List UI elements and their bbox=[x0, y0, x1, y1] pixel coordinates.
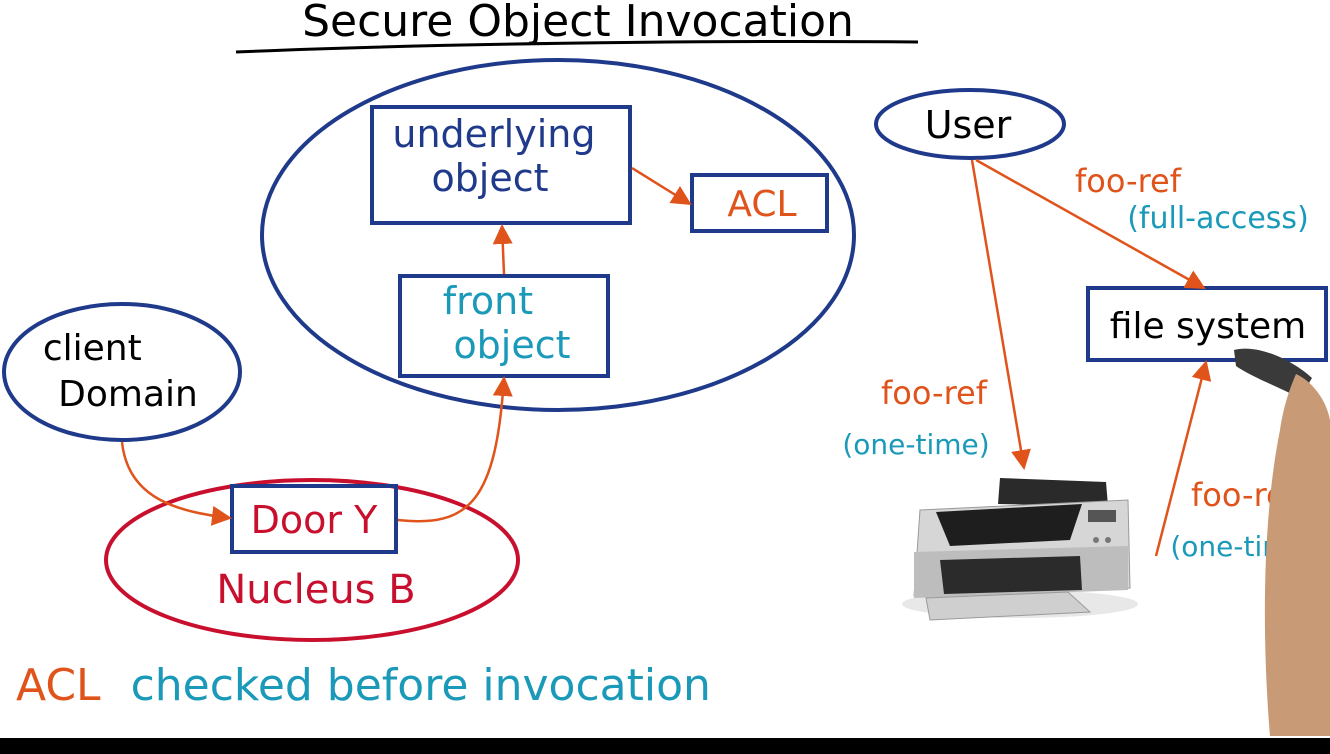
server-domain-ellipse bbox=[260, 58, 856, 412]
footer-acl-word: ACL bbox=[16, 660, 101, 711]
pen-icon bbox=[1234, 348, 1330, 736]
ref-full-label: foo-ref bbox=[1075, 162, 1182, 200]
client-domain-ellipse bbox=[2, 302, 242, 442]
bottom-black-bar bbox=[0, 738, 1330, 754]
user-ellipse bbox=[874, 88, 1066, 160]
arrow-client-to-door bbox=[120, 441, 232, 526]
acl-label: ACL bbox=[727, 184, 796, 225]
door-box bbox=[230, 484, 398, 554]
title-underline bbox=[235, 39, 919, 54]
page-title: Secure Object Invocation bbox=[302, 0, 854, 47]
client-domain-label: client Domain bbox=[43, 328, 198, 415]
front-object-box bbox=[398, 274, 610, 378]
arrow-printer-to-file-system bbox=[1154, 360, 1212, 557]
nucleus-label: Nucleus B bbox=[216, 567, 415, 613]
front-object-label: front object bbox=[443, 279, 571, 367]
arrow-underlying-to-acl bbox=[631, 166, 692, 206]
file-system-box bbox=[1086, 286, 1328, 362]
ref-full-note: (full-access) bbox=[1127, 201, 1309, 236]
arrow-user-to-file-system bbox=[975, 158, 1206, 290]
printer-icon bbox=[902, 478, 1138, 621]
arrow-door-to-front bbox=[397, 376, 513, 523]
footer-rest: checked before invocation bbox=[131, 660, 711, 711]
ref-printer-note: (one-time) bbox=[842, 428, 989, 461]
footer-sentence: ACL checked before invocation bbox=[16, 660, 711, 711]
underlying-object-label: underlying object bbox=[392, 112, 607, 200]
ref-printer-label: foo-ref bbox=[881, 374, 988, 412]
arrow-user-to-printer bbox=[970, 159, 1031, 470]
file-system-label: file system bbox=[1110, 306, 1306, 347]
arrow-front-to-underlying bbox=[492, 224, 513, 275]
underlying-object-box bbox=[370, 105, 632, 225]
door-label: Door Y bbox=[251, 498, 378, 542]
acl-box bbox=[690, 173, 829, 233]
nucleus-ellipse bbox=[104, 478, 520, 642]
user-label: User bbox=[925, 103, 1012, 147]
